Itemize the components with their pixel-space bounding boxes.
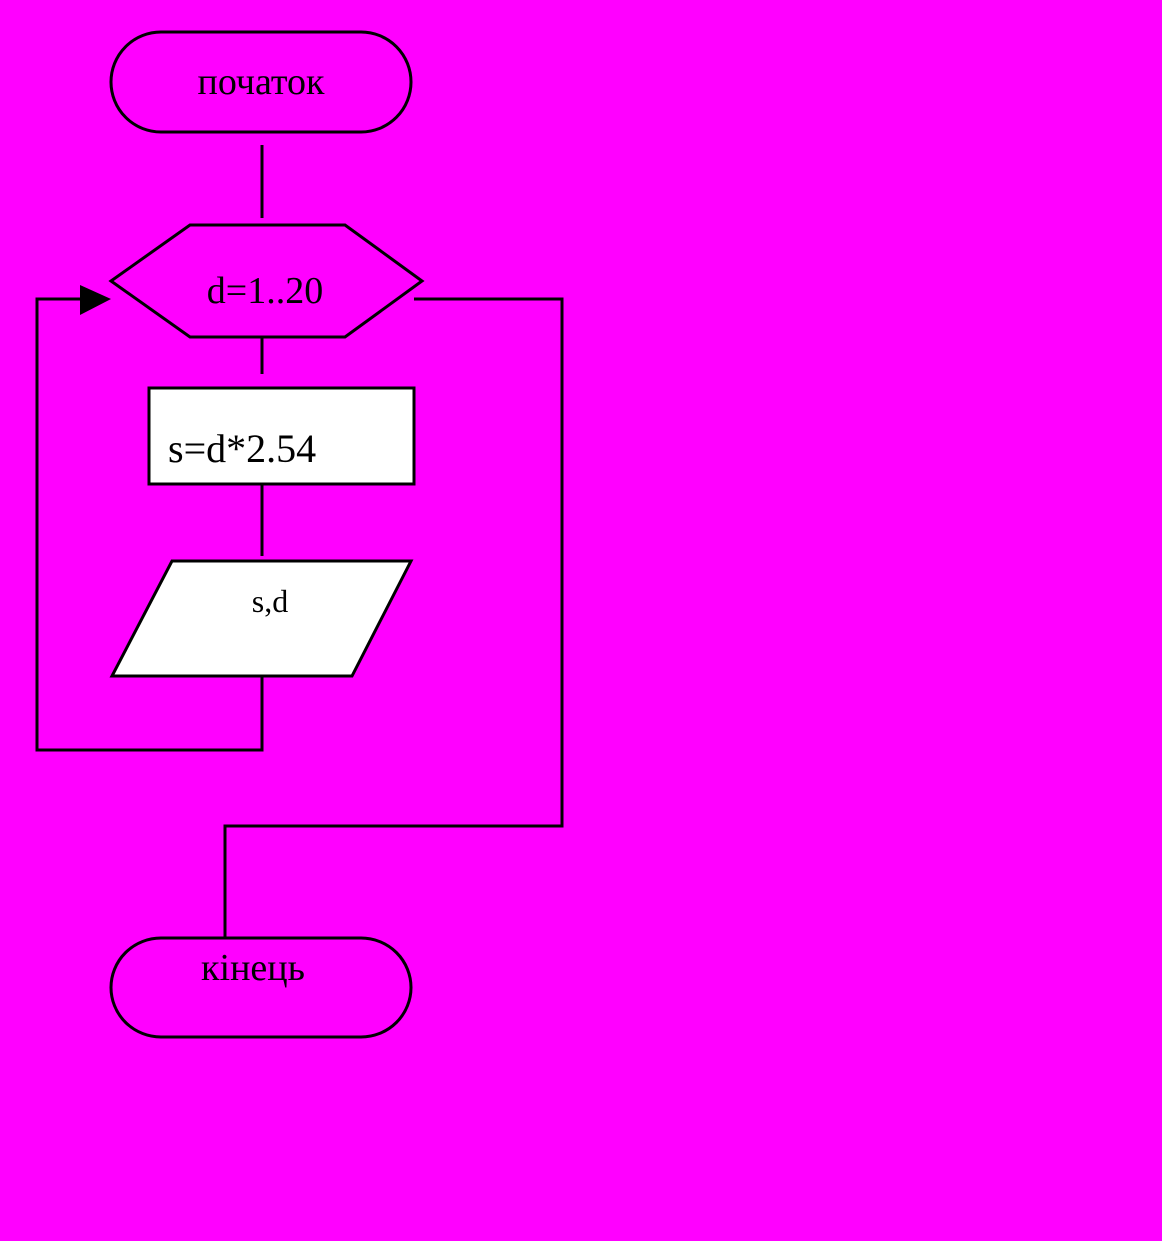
loop-label: d=1..20	[207, 270, 323, 312]
process-label: s=d*2.54	[168, 426, 316, 471]
loop-hexagon: d=1..20	[108, 223, 425, 339]
start-terminator: початок	[109, 30, 413, 134]
process-box-shape	[147, 386, 416, 486]
start-terminator-shape	[109, 30, 413, 134]
end-terminator: кінець	[109, 936, 413, 1039]
output-parallelogram: s,d	[109, 559, 414, 678]
loop-exit-connector	[223, 297, 564, 938]
end-terminator-shape	[109, 936, 413, 1039]
output-parallelogram-shape	[109, 559, 414, 678]
loop-back-arrowhead	[80, 285, 111, 315]
loop-back-connector	[35, 297, 264, 752]
start-label: початок	[198, 61, 325, 103]
loop-hexagon-shape	[108, 223, 425, 339]
output-label: s,d	[252, 583, 288, 619]
end-label: кінець	[201, 947, 305, 989]
process-box: s=d*2.54	[147, 386, 416, 486]
